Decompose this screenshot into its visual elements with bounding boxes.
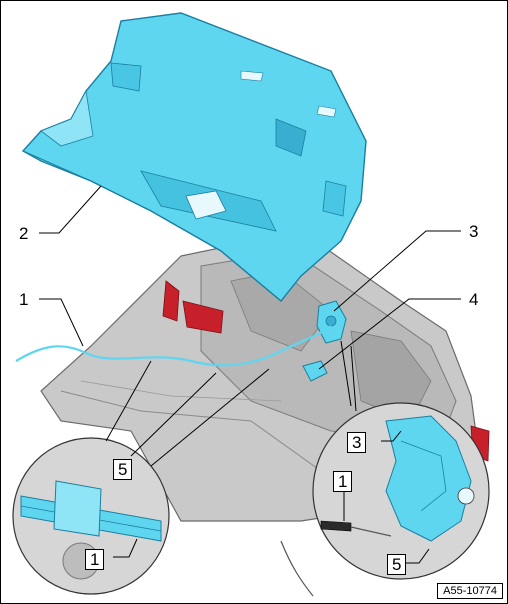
callout-1-main: 1 [19,290,29,309]
left-detail-inset [12,437,170,595]
figure-reference-code: A55-10774 [437,583,503,599]
callout-4-main: 4 [469,290,479,309]
taillight-left [162,280,224,334]
callout-1-right-inset: 1 [333,471,353,492]
trim-panel [21,12,367,302]
callout-5-right-inset: 5 [387,554,407,575]
callout-2-main: 2 [19,224,29,243]
callout-1-left-inset: 1 [85,549,105,570]
leader-lines [39,185,461,564]
release-cable [15,325,332,367]
callout-3-main: 3 [469,222,479,241]
callout-5-left-inset: 5 [113,459,133,480]
emergency-release [302,360,328,382]
trunk-lock [316,300,347,344]
callout-3-right-inset: 3 [347,432,367,453]
